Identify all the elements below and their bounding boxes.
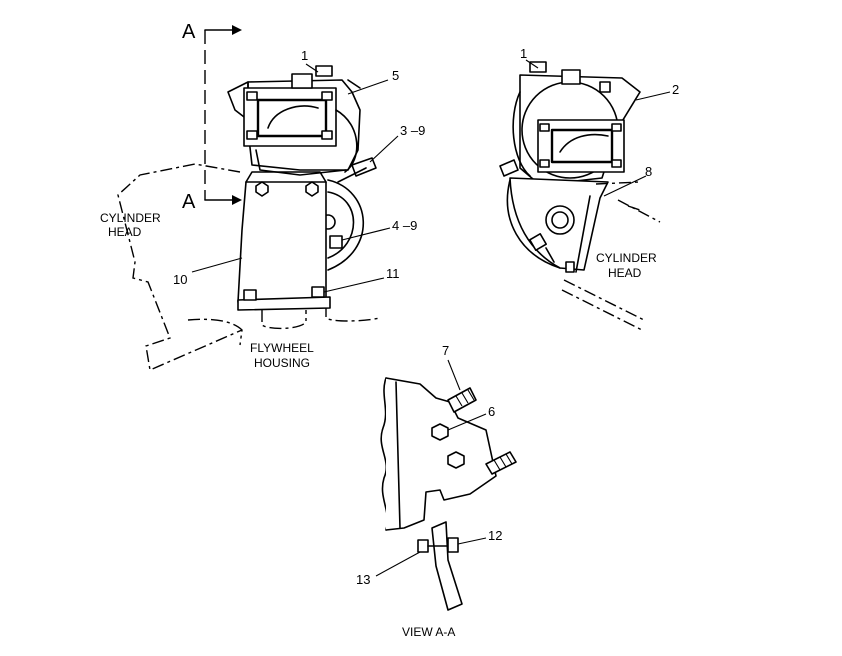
callout-13: 13 (356, 572, 370, 587)
callout-12: 12 (488, 528, 502, 543)
label-cylinder-head-right-line1: CYLINDER (596, 251, 657, 265)
callout-4-9: 4 –9 (392, 218, 417, 233)
bracket-section (385, 377, 497, 531)
right-assembly-view (499, 61, 661, 331)
stud-1-right (529, 61, 547, 73)
cylinder-head-phantom (117, 163, 243, 371)
bolt-4 (329, 235, 343, 249)
label-cylinder-head-right-line2: HEAD (608, 266, 642, 280)
callout-6: 6 (488, 404, 495, 419)
nut-6 (431, 423, 449, 441)
label-flywheel-housing-line1: FLYWHEEL (250, 341, 314, 355)
turbo-housing (247, 79, 361, 171)
cylinder-head-phantom-right (563, 279, 645, 321)
callout-5: 5 (392, 68, 399, 83)
callout-1-right: 1 (520, 46, 527, 61)
section-arrow-top (232, 25, 242, 35)
left-assembly-view: A A (117, 21, 381, 371)
section-mark-bottom: A (182, 191, 196, 213)
callout-1-left: 1 (301, 48, 308, 63)
stud-7 (447, 387, 477, 413)
callout-7: 7 (442, 343, 449, 358)
callout-10: 10 (173, 272, 187, 287)
callout-2: 2 (672, 82, 679, 97)
stud-1 (291, 73, 313, 89)
section-arrow-bottom (232, 195, 242, 205)
strap-12 (431, 521, 463, 611)
section-mark-top: A (182, 21, 196, 43)
bolt-13 (417, 539, 429, 553)
label-view-a-a: VIEW A-A (402, 625, 455, 639)
callout-8: 8 (645, 164, 652, 179)
label-flywheel-housing-line2: HOUSING (254, 356, 310, 370)
section-view-a-a (380, 377, 517, 611)
label-cylinder-head-left-line2: HEAD (108, 225, 142, 239)
turbine-disk-right (506, 179, 561, 269)
flywheel-housing-phantom (261, 310, 307, 330)
callout-3-9: 3 –9 (400, 123, 425, 138)
callout-11: 11 (386, 266, 400, 281)
label-cylinder-head-left-line1: CYLINDER (100, 211, 161, 225)
mounting-bracket (237, 181, 327, 303)
turbine-disk (327, 179, 365, 271)
